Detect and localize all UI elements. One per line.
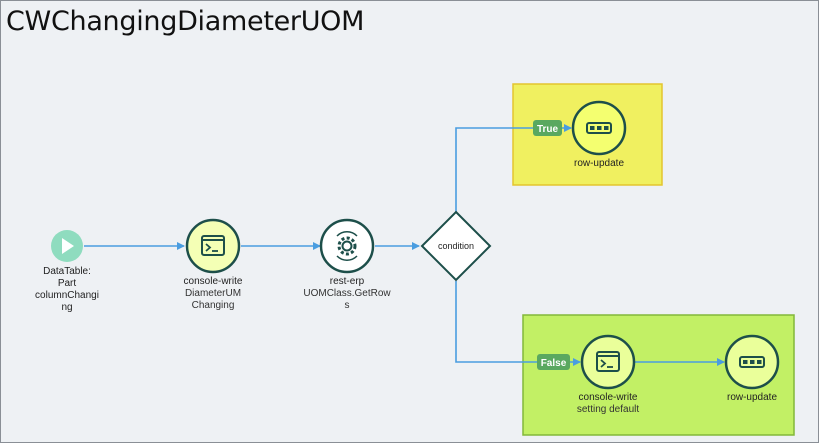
row-segments-icon xyxy=(586,122,612,134)
row-segments-icon xyxy=(739,356,765,368)
false-badge[interactable]: False xyxy=(537,354,570,370)
rest-erp-label: rest-erp UOMClass.GetRow s xyxy=(303,276,391,311)
condition-node[interactable]: condition xyxy=(420,210,492,282)
gear-arrows-icon xyxy=(336,231,358,261)
terminal-icon xyxy=(201,235,225,256)
console-write-node[interactable] xyxy=(185,218,241,274)
rest-erp-node[interactable] xyxy=(319,218,375,274)
play-icon xyxy=(62,238,74,254)
terminal-icon xyxy=(596,351,620,372)
row-update-true-label: row-update xyxy=(573,158,625,169)
console-write-default-label: console-write setting default xyxy=(576,392,640,415)
true-badge[interactable]: True xyxy=(533,120,562,136)
row-update-true-node[interactable] xyxy=(571,100,627,156)
start-node[interactable] xyxy=(51,230,83,262)
flow-title: CWChangingDiameterUOM xyxy=(6,6,365,37)
start-node-label: DataTable: Part columnChangi ng xyxy=(35,266,99,313)
svg-text:False: False xyxy=(541,358,567,369)
console-write-default-node[interactable] xyxy=(580,334,636,390)
row-update-false-label: row-update xyxy=(726,392,778,403)
row-update-false-node[interactable] xyxy=(724,334,780,390)
svg-text:True: True xyxy=(537,124,559,135)
condition-label: condition xyxy=(438,241,474,251)
console-write-label: console-write DiameterUM Changing xyxy=(183,276,243,311)
edge-condition-true xyxy=(455,124,572,212)
